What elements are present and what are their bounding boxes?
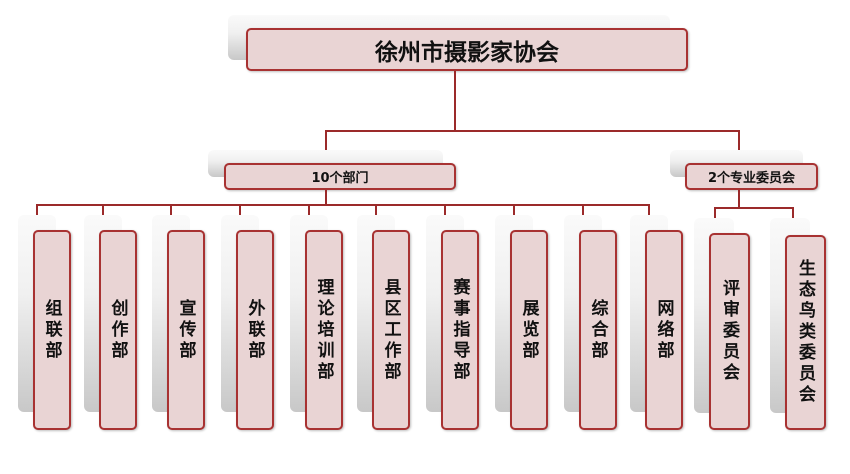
connector [454, 71, 456, 131]
connector [375, 204, 377, 216]
connector [738, 190, 740, 208]
department-box: 综合部 [579, 230, 617, 430]
connector [36, 204, 38, 216]
department-box: 赛事指导部 [441, 230, 479, 430]
title-box: 徐州市摄影家协会 [246, 28, 688, 71]
connector [325, 130, 327, 163]
connector [308, 204, 310, 216]
department-box: 网络部 [645, 230, 683, 430]
connector [714, 207, 716, 219]
connector [444, 204, 446, 216]
connector [325, 190, 327, 205]
department-box: 组联部 [33, 230, 71, 430]
connector [36, 204, 650, 206]
connector [513, 204, 515, 216]
department-box: 理论培训部 [305, 230, 343, 430]
group-committees: 2个专业委员会 [685, 163, 818, 190]
connector [582, 204, 584, 216]
connector [170, 204, 172, 216]
connector [738, 130, 740, 163]
connector [714, 207, 794, 209]
department-box: 创作部 [99, 230, 137, 430]
group-departments: 10个部门 [224, 163, 456, 190]
connector [325, 130, 740, 132]
connector [648, 204, 650, 216]
connector [239, 204, 241, 216]
connector [102, 204, 104, 216]
department-box: 展览部 [510, 230, 548, 430]
connector [792, 207, 794, 219]
committee-box: 生态鸟类委员会 [785, 235, 826, 430]
department-box: 外联部 [236, 230, 274, 430]
committee-box: 评审委员会 [709, 233, 750, 430]
department-box: 宣传部 [167, 230, 205, 430]
department-box: 县区工作部 [372, 230, 410, 430]
